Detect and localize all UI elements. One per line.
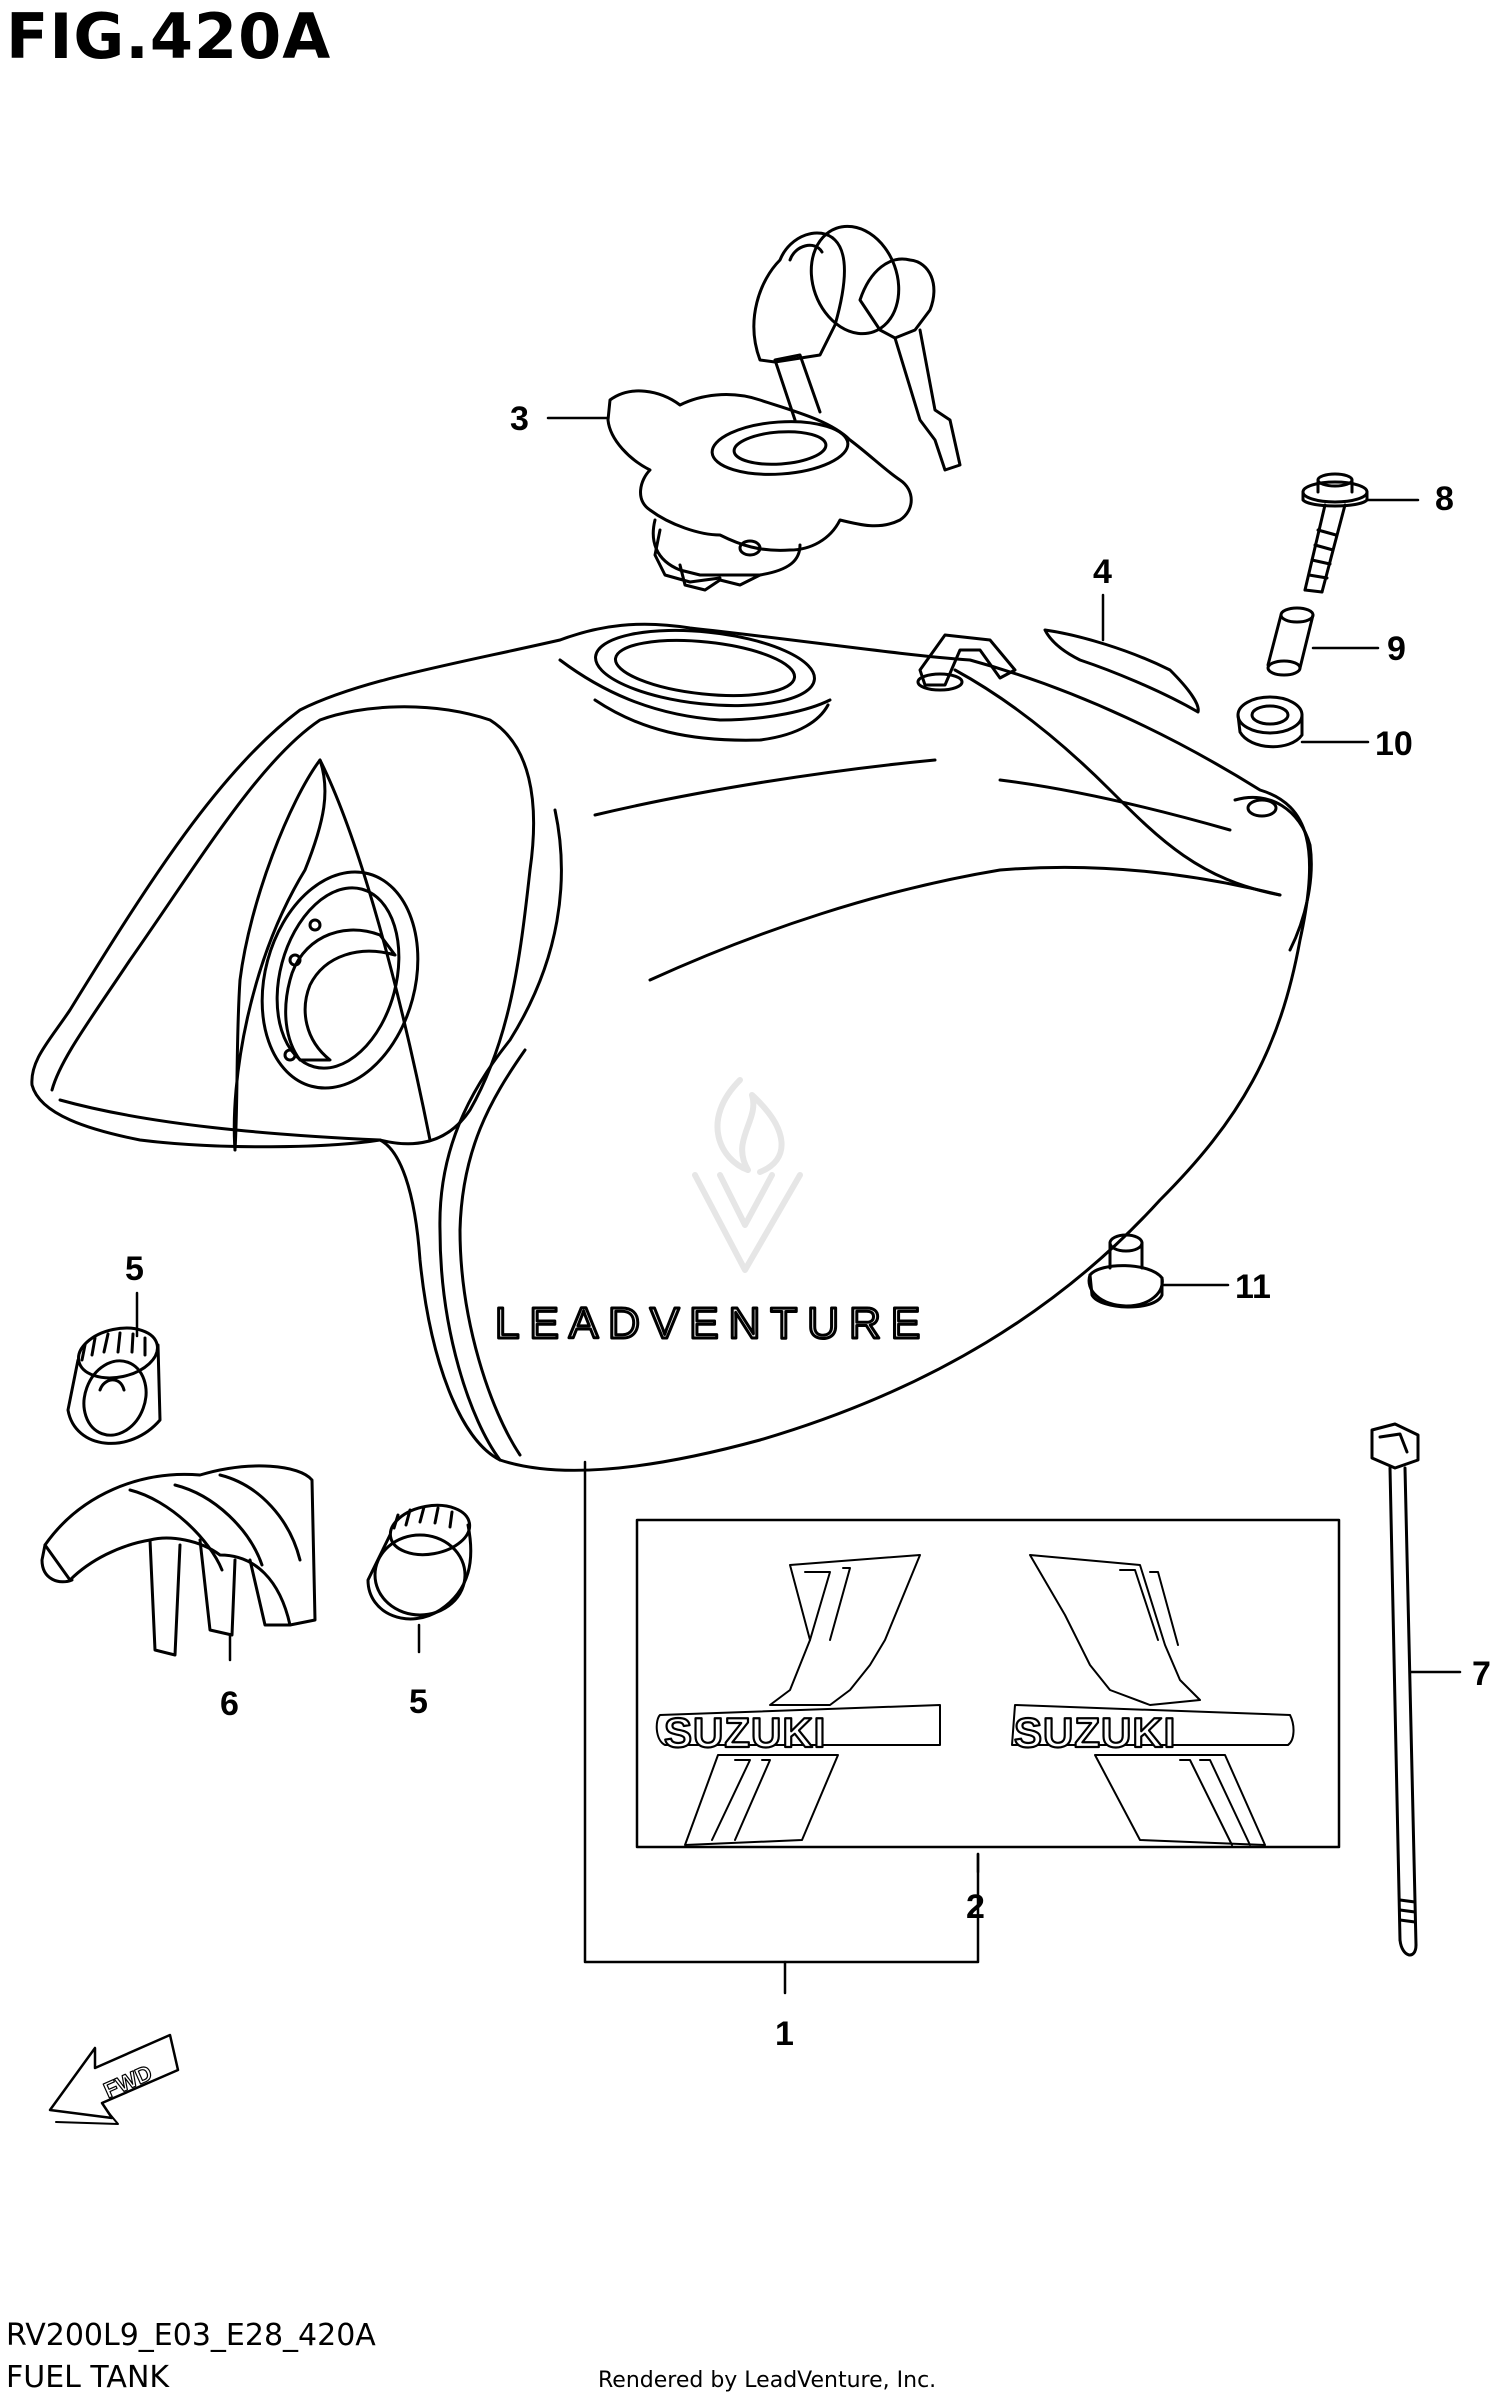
emblem-left: SUZUKI <box>655 1554 941 1846</box>
callout-11[interactable]: 11 <box>1235 1268 1271 1306</box>
cushion-lower[interactable] <box>366 1499 474 1621</box>
callout-10[interactable]: 10 <box>1375 725 1413 763</box>
bolt[interactable] <box>1301 472 1369 594</box>
spacer[interactable] <box>1266 606 1315 677</box>
callout-1[interactable]: 1 <box>775 2015 794 2053</box>
cushion-upper[interactable] <box>66 1321 162 1445</box>
emblem-right-text: SUZUKI <box>1014 1709 1176 1756</box>
callout-7[interactable]: 7 <box>1472 1655 1491 1693</box>
rear-cushion[interactable] <box>40 1464 317 1657</box>
callout-9[interactable]: 9 <box>1387 630 1406 668</box>
fuel-cap-with-keys[interactable] <box>606 214 962 592</box>
fwd-arrow-icon: FWD <box>48 2033 180 2125</box>
callout-4[interactable]: 4 <box>1093 553 1112 591</box>
callout-8[interactable]: 8 <box>1435 480 1454 518</box>
watermark-logo <box>692 1077 803 1273</box>
figure-name: FUEL TANK <box>6 2360 170 2395</box>
callout-6[interactable]: 6 <box>220 1685 239 1723</box>
cable-tie[interactable] <box>1370 1422 1420 1957</box>
figure-title: FIG.420A <box>6 0 332 73</box>
fwd-label: FWD <box>100 2060 156 2103</box>
leader-lines <box>135 416 1462 1995</box>
rendered-by-credit: Rendered by LeadVenture, Inc. <box>598 2368 937 2393</box>
grommet[interactable] <box>1236 695 1304 749</box>
emblem-right: SUZUKI <box>1011 1554 1295 1846</box>
callout-5a[interactable]: 5 <box>125 1250 144 1288</box>
tank-emblem-set[interactable]: SUZUKI SUZUKI <box>635 1518 1341 1849</box>
callout-3[interactable]: 3 <box>510 400 529 438</box>
fuel-tank[interactable] <box>30 621 1313 1472</box>
emblem-left-text: SUZUKI <box>664 1709 826 1756</box>
callouts: 1 2 3 4 5 5 6 7 8 9 10 11 <box>125 400 1491 2053</box>
rubber-pad[interactable] <box>1043 628 1200 714</box>
front-cushion[interactable] <box>1087 1233 1164 1309</box>
watermark-text: LEADVENTURE <box>495 1299 930 1348</box>
figure-code: RV200L9_E03_E28_420A <box>6 2318 376 2353</box>
callout-2[interactable]: 2 <box>966 1888 985 1926</box>
callout-5b[interactable]: 5 <box>409 1683 428 1721</box>
